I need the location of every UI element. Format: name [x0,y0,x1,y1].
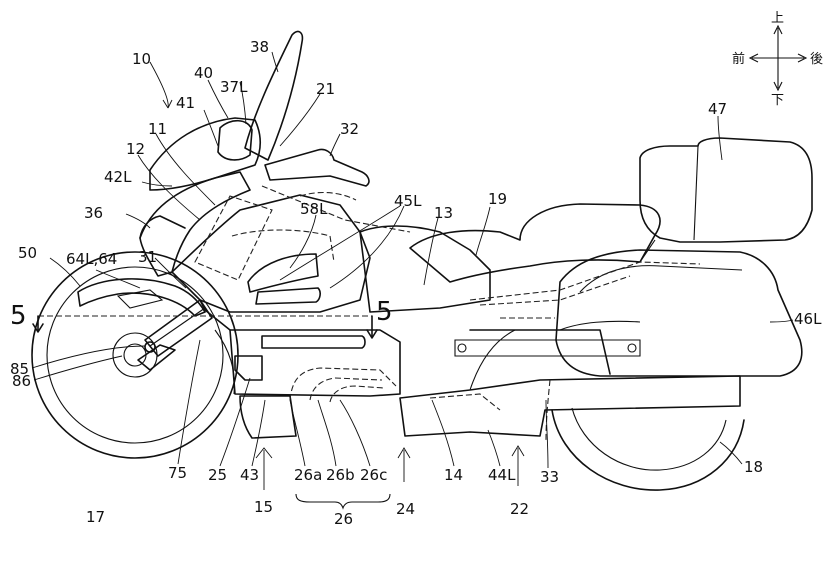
label-13: 13 [434,204,453,222]
windscreen [149,117,262,191]
compass-down: 下 [771,93,784,108]
label-31: 31 [138,248,157,266]
section-mark-left: 5 [10,301,27,331]
label-37L: 37L [220,78,248,96]
label-10: 10 [132,50,151,68]
front-cowl [139,171,251,277]
label-46L: 46L [794,310,822,328]
direction-compass [748,24,808,92]
label-26c: 26c [360,466,387,484]
seat [409,203,661,283]
tall-screen [244,30,304,161]
top-box [639,137,813,243]
label-17: 17 [86,508,105,526]
hidden-lines [194,185,701,441]
front-wheel [31,251,239,459]
rear-wheel [551,407,745,491]
label-43: 43 [240,466,259,484]
label-22: 22 [510,500,529,518]
label-11: 11 [148,120,167,138]
label-40: 40 [194,64,213,82]
label-12: 12 [126,140,145,158]
label-26b: 26b [326,466,355,484]
label-85: 85 [10,360,29,378]
label-58L: 58L [300,200,328,218]
label-21: 21 [316,80,335,98]
label-50: 50 [18,244,37,262]
label-86: 86 [12,372,31,390]
label-47: 47 [708,100,727,118]
label-25: 25 [208,466,227,484]
label-33: 33 [540,468,559,486]
label-36: 36 [84,204,103,222]
label-32: 32 [340,120,359,138]
label-45L: 45L [394,192,422,210]
exhaust [399,375,741,437]
label-14: 14 [444,466,463,484]
label-38: 38 [250,38,269,56]
label-41: 41 [176,94,195,112]
compass-front: 前 [732,51,745,67]
label-24: 24 [396,500,415,518]
section-line [32,315,378,339]
front-fender [77,278,206,317]
label-19: 19 [488,190,507,208]
section-mark-right: 5 [376,297,393,327]
label-26: 26 [334,510,353,528]
label-18: 18 [744,458,763,476]
label-44L: 44L [488,466,516,484]
label-64: 64L,64 [66,250,117,268]
label-15: 15 [254,498,273,516]
label-42L: 42L [104,168,132,186]
leader-lines [31,51,794,490]
label-75: 75 [168,464,187,482]
reference-numerals: 10 40 37L 38 21 41 32 11 12 42L 36 58L 4… [10,11,823,528]
handlebar [264,148,370,187]
saddlebag [555,249,803,377]
compass-up: 上 [771,11,784,26]
compass-rear: 後 [810,52,823,67]
label-26a: 26a [294,466,322,484]
